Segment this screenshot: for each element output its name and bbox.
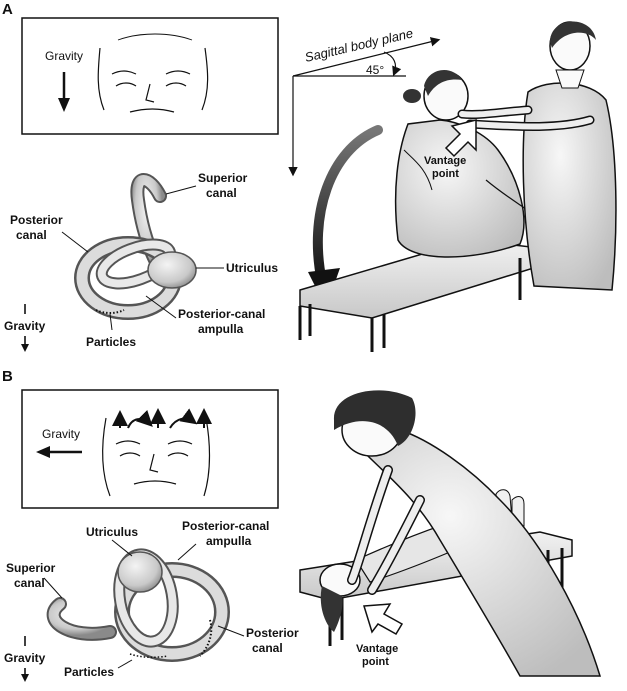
a-posterior-canal-label-2: canal: [16, 228, 47, 242]
gravity-left-arrow-icon: [36, 446, 82, 458]
sagittal-plane-label: Sagittal body plane: [303, 25, 414, 64]
a-particles-label: Particles: [86, 335, 136, 349]
vantage-arrow-icon: [444, 119, 477, 158]
patient-seated: [394, 69, 541, 258]
vantage-arrow-icon: [363, 603, 404, 636]
a-superior-canal-label-2: canal: [206, 186, 237, 200]
small-gravity-down-arrow-icon: [21, 336, 29, 352]
angle-45-label: 45°: [366, 63, 384, 77]
panel-a-letter: A: [2, 1, 13, 18]
vantage-label-line1: Vantage: [424, 155, 466, 167]
b-posterior-canal-label-1: Posterior: [246, 626, 299, 640]
small-gravity-down-arrow-icon: [21, 668, 29, 682]
canal-diagram-a: Superior canal Posterior canal Utriculus…: [4, 171, 278, 352]
a-canal-gravity-label: Gravity: [4, 319, 46, 333]
vantage-point-b: Vantage point: [356, 603, 404, 668]
vantage-point-a: Vantage point: [424, 119, 477, 180]
panel-b-letter: B: [2, 368, 13, 385]
panel-b-gravity-label: Gravity: [42, 427, 80, 441]
vantage-label-line2: point: [432, 168, 459, 180]
b-ampulla-label-2: ampulla: [206, 534, 252, 548]
b-particles-label: Particles: [64, 665, 114, 679]
panel-a-face-box: Gravity: [21, 17, 279, 135]
b-utriculus-label: Utriculus: [86, 525, 138, 539]
a-utriculus-label: Utriculus: [226, 261, 278, 275]
b-superior-canal-label-2: canal: [14, 576, 45, 590]
a-ampulla-label-1: Posterior-canal: [178, 307, 265, 321]
b-ampulla-label-1: Posterior-canal: [182, 519, 269, 533]
examiner-standing: [457, 21, 617, 291]
face-front-drawing: [97, 33, 209, 113]
a-superior-canal-label-1: Superior: [198, 171, 248, 185]
vantage-b-label-line2: point: [362, 656, 389, 668]
examiner-bending: [333, 390, 602, 677]
b-superior-canal-label-1: Superior: [6, 561, 56, 575]
a-ampulla-label-2: ampulla: [198, 322, 244, 336]
a-posterior-canal-label-1: Posterior: [10, 213, 63, 227]
panel-a-gravity-label: Gravity: [45, 49, 83, 63]
panel-a: A Gravity: [2, 1, 617, 352]
b-posterior-canal-label-2: canal: [252, 641, 283, 655]
eye-movement-arrows-icon: [112, 408, 212, 429]
gravity-down-arrow-icon: [58, 72, 70, 112]
panel-b: B Gravity: [2, 368, 602, 682]
exam-table-a: [298, 239, 541, 352]
face-front-drawing-b: [102, 417, 211, 497]
b-canal-gravity-label: Gravity: [4, 651, 46, 665]
vantage-b-label-line1: Vantage: [356, 643, 398, 655]
panel-b-face-box: Gravity: [21, 389, 279, 509]
canal-diagram-b: Utriculus Posterior-canal ampulla Superi…: [4, 519, 299, 682]
